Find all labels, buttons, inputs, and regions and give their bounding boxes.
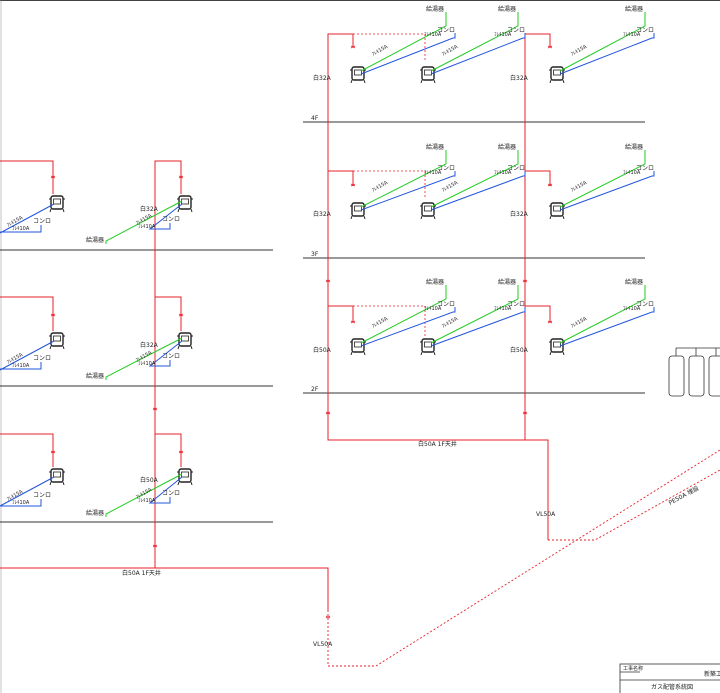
gas-meter-icon	[420, 66, 436, 84]
stove-label: コンロ	[507, 165, 525, 172]
flex-10a-label: ﾌﾚｷ10A	[12, 500, 30, 506]
riser-size-label: 白50A	[510, 346, 529, 354]
riser-size-label: 白32A	[140, 205, 159, 213]
storage-tanks	[668, 347, 720, 397]
water-heater-label: 給湯器	[625, 278, 643, 286]
valve-marks	[50, 45, 553, 619]
floor-3f-label: 3F	[311, 251, 319, 258]
gas-meter-icon	[549, 338, 565, 356]
water-heater-label: 給湯器	[426, 5, 444, 13]
riser-size-label: 白32A	[510, 210, 529, 218]
flex-10a-label: ﾌﾚｷ10A	[12, 226, 30, 232]
water-heater-label: 給湯器	[498, 5, 516, 13]
gas-meter-icon	[549, 66, 565, 84]
stove-label: コンロ	[636, 27, 654, 34]
floor-lines	[0, 121, 645, 523]
flex-10a-label: ﾌﾚｷ10A	[623, 306, 641, 312]
flex-10a-label: ﾌﾚｷ10A	[494, 170, 512, 176]
valve-label: VL50A	[536, 511, 556, 518]
right-building-dashed-pipes	[353, 33, 426, 336]
gas-meter-icon	[49, 195, 65, 213]
valve-label: VL50A	[313, 641, 333, 648]
project-label: 工事名称	[623, 665, 643, 672]
flex-10a-label: ﾌﾚｷ10A	[138, 498, 156, 504]
stove-label: コンロ	[636, 301, 654, 308]
flex-10a-label: ﾌﾚｷ10A	[424, 170, 442, 176]
water-heater-label: 給湯器	[625, 5, 643, 13]
gas-meter-icon	[350, 338, 366, 356]
stove-label: コンロ	[162, 216, 180, 223]
flex-10a-label: ﾌﾚｷ10A	[494, 306, 512, 312]
title-block	[619, 663, 720, 693]
gas-meter-icon	[49, 468, 65, 486]
flex-10a-label: ﾌﾚｷ10A	[494, 32, 512, 38]
gas-meter-icon	[177, 332, 193, 350]
riser-size-label: 白50A	[313, 346, 332, 354]
riser-size-label: 白32A	[313, 210, 332, 218]
flexible-pipes: 給湯器コンロﾌﾚｷ15Aﾌﾚｷ10A給湯器コンロﾌﾚｷ15Aﾌﾚｷ10A給湯器コ…	[0, 5, 655, 517]
gas-meters	[49, 66, 565, 486]
water-heater-label: 給湯器	[86, 236, 104, 244]
water-heater-label: 給湯器	[498, 143, 516, 151]
water-heater-label: 給湯器	[86, 509, 104, 517]
main-pipe-label: 白50A 1F天井	[418, 440, 457, 448]
gas-meter-icon	[350, 202, 366, 220]
flex-10a-label: ﾌﾚｷ10A	[12, 363, 30, 369]
stove-label: コンロ	[507, 301, 525, 308]
stove-label: コンロ	[33, 355, 51, 362]
gas-meter-icon	[420, 202, 436, 220]
stove-label: コンロ	[507, 27, 525, 34]
stove-label: コンロ	[33, 218, 51, 225]
water-heater-label: 給湯器	[625, 143, 643, 151]
stove-label: コンロ	[33, 492, 51, 499]
gas-meter-icon	[420, 338, 436, 356]
riser-size-label: 白50A	[140, 476, 159, 484]
flex-10a-label: ﾌﾚｷ10A	[424, 32, 442, 38]
floor-2f-label: 2F	[311, 386, 319, 393]
riser-size-label: 白32A	[313, 74, 332, 82]
stove-label: コンロ	[162, 490, 180, 497]
buried-pipe	[327, 449, 720, 667]
riser-size-label: 白32A	[510, 74, 529, 82]
water-heater-label: 給湯器	[498, 278, 516, 286]
water-heater-label: 給湯器	[426, 278, 444, 286]
floor-4f-label: 4F	[311, 115, 319, 122]
flex-10a-label: ﾌﾚｷ10A	[623, 170, 641, 176]
flex-10a-label: ﾌﾚｷ10A	[138, 224, 156, 230]
gas-meter-icon	[350, 66, 366, 84]
water-heater-label: 給湯器	[426, 143, 444, 151]
stove-label: コンロ	[636, 165, 654, 172]
right-building-labels: 白32A 白32A 白32A 白32A 白50A 白50A 白50A 1F天井 …	[313, 74, 556, 518]
main-pipe-label: 白50A 1F天井	[122, 569, 161, 577]
stove-label: コンロ	[437, 165, 455, 172]
stove-label: コンロ	[162, 353, 180, 360]
flex-10a-label: ﾌﾚｷ10A	[623, 32, 641, 38]
project-name: 新築工	[704, 670, 720, 678]
stove-label: コンロ	[437, 27, 455, 34]
water-heater-label: 給湯器	[86, 372, 104, 380]
stove-label: コンロ	[437, 301, 455, 308]
gas-meter-icon	[49, 332, 65, 350]
left-building-main-pipes	[0, 160, 329, 610]
flex-10a-label: ﾌﾚｷ10A	[424, 306, 442, 312]
gas-meter-icon	[549, 202, 565, 220]
drawing-title: ガス配管系統図	[651, 683, 693, 691]
flex-10a-label: ﾌﾚｷ10A	[138, 361, 156, 367]
riser-size-label: 白32A	[140, 341, 159, 349]
